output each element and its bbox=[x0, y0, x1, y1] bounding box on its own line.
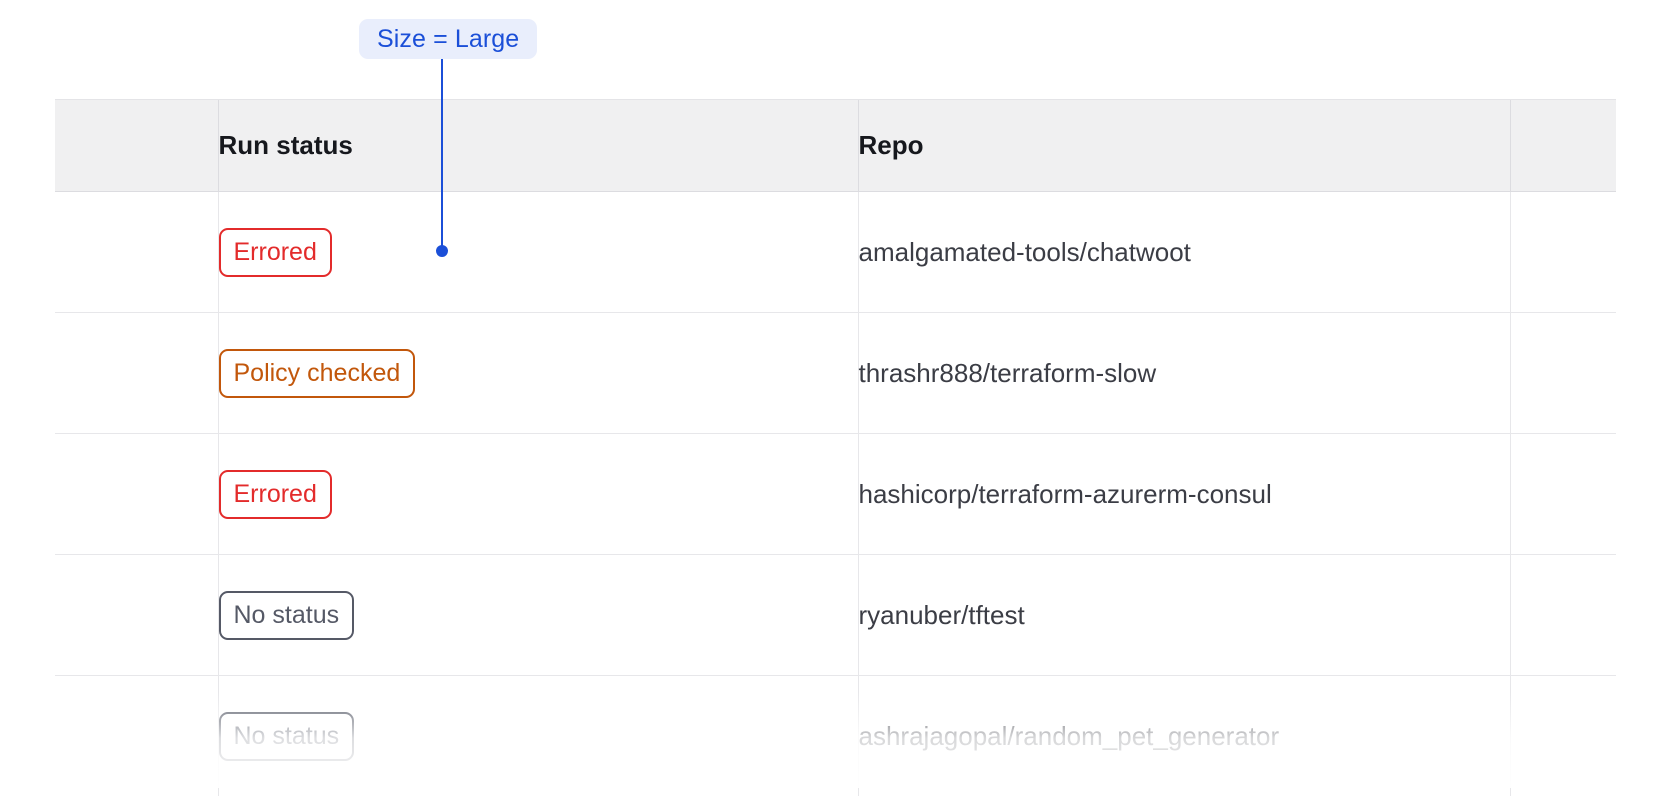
run-status-cell: Policy checked bbox=[218, 313, 858, 434]
repo-cell: ashrajagopal/random_pet_generator bbox=[858, 676, 1510, 796]
status-badge[interactable]: Errored bbox=[219, 470, 332, 519]
table-row[interactable]: Policy checked thrashr888/terraform-slow bbox=[55, 313, 1616, 434]
column-header-run-status[interactable]: Run status bbox=[218, 100, 858, 192]
status-badge[interactable]: Errored bbox=[219, 228, 332, 277]
run-status-cell: No status bbox=[218, 555, 858, 676]
runs-table: Run status Repo Errored amalgamated-tools… bbox=[55, 99, 1616, 796]
row-tail-cell bbox=[1510, 313, 1616, 434]
repo-cell: hashicorp/terraform-azurerm-consul bbox=[858, 434, 1510, 555]
table-row[interactable]: Errored hashicorp/terraform-azurerm-consu… bbox=[55, 434, 1616, 555]
repo-name[interactable]: ashrajagopal/random_pet_generator bbox=[859, 721, 1280, 751]
row-select-cell[interactable] bbox=[55, 555, 218, 676]
repo-cell: amalgamated-tools/chatwoot bbox=[858, 192, 1510, 313]
repo-cell: thrashr888/terraform-slow bbox=[858, 313, 1510, 434]
repo-name[interactable]: thrashr888/terraform-slow bbox=[859, 358, 1157, 388]
repo-name[interactable]: amalgamated-tools/chatwoot bbox=[859, 237, 1191, 267]
row-select-cell[interactable] bbox=[55, 313, 218, 434]
column-header-tail bbox=[1510, 100, 1616, 192]
table-row[interactable]: No status ashrajagopal/random_pet_generat… bbox=[55, 676, 1616, 796]
row-tail-cell bbox=[1510, 676, 1616, 796]
row-tail-cell bbox=[1510, 434, 1616, 555]
row-select-cell[interactable] bbox=[55, 676, 218, 796]
column-header-select bbox=[55, 100, 218, 192]
status-badge[interactable]: No status bbox=[219, 712, 355, 761]
run-status-cell: No status bbox=[218, 676, 858, 796]
table-row[interactable]: No status ryanuber/tftest bbox=[55, 555, 1616, 676]
repo-name[interactable]: hashicorp/terraform-azurerm-consul bbox=[859, 479, 1272, 509]
repo-name[interactable]: ryanuber/tftest bbox=[859, 600, 1025, 630]
column-header-repo[interactable]: Repo bbox=[858, 100, 1510, 192]
table-header: Run status Repo bbox=[55, 100, 1616, 192]
row-tail-cell bbox=[1510, 555, 1616, 676]
row-select-cell[interactable] bbox=[55, 434, 218, 555]
row-tail-cell bbox=[1510, 192, 1616, 313]
table-header-row: Run status Repo bbox=[55, 100, 1616, 192]
run-status-cell: Errored bbox=[218, 434, 858, 555]
run-status-cell: Errored bbox=[218, 192, 858, 313]
row-select-cell[interactable] bbox=[55, 192, 218, 313]
table-row[interactable]: Errored amalgamated-tools/chatwoot bbox=[55, 192, 1616, 313]
annotation-label-size-large: Size = Large bbox=[359, 19, 537, 59]
repo-cell: ryanuber/tftest bbox=[858, 555, 1510, 676]
status-badge[interactable]: No status bbox=[219, 591, 355, 640]
status-badge[interactable]: Policy checked bbox=[219, 349, 416, 398]
